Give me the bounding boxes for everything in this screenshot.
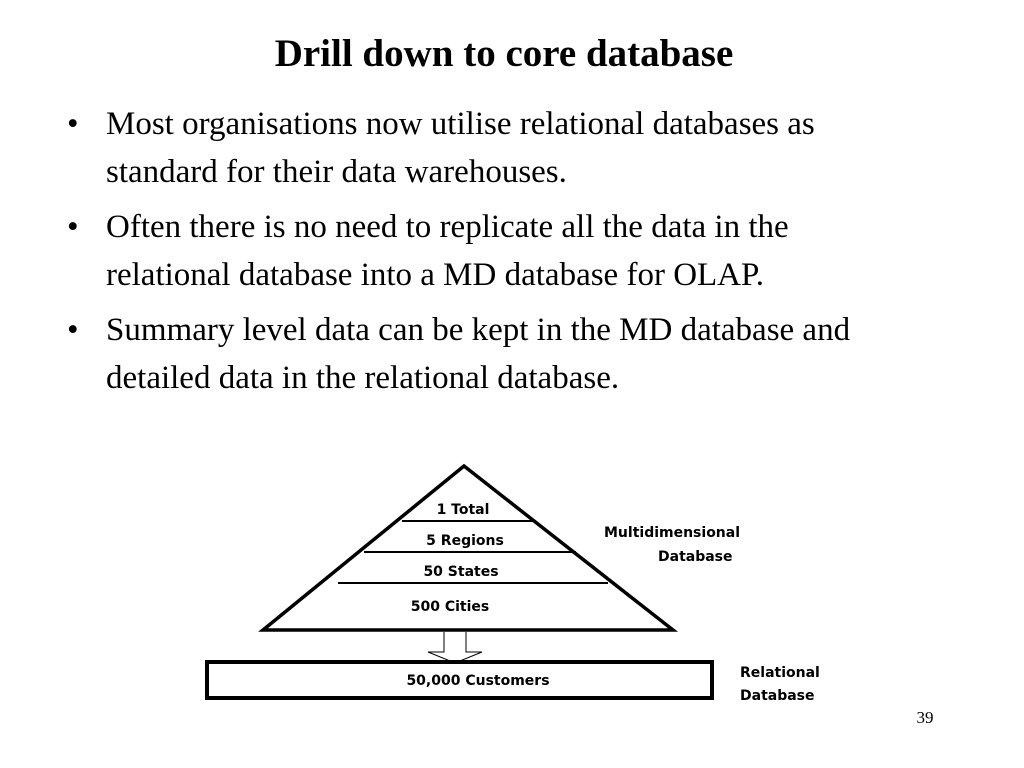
bullet-text: Often there is no need to replicate all … [106,209,789,293]
relational-database-box [205,660,714,700]
bullet-item: • Most organisations now utilise relatio… [63,100,893,196]
pyramid-outline [258,463,679,632]
md-label-line2: Database [658,549,733,565]
bullet-text: Summary level data can be kept in the MD… [106,312,851,396]
pyramid-level-states: 50 States [423,564,498,580]
bullet-item: • Often there is no need to replicate al… [63,203,893,299]
pyramid-level-total: 1 Total [437,502,490,518]
relational-label-line2: Database [740,688,815,704]
bullet-list: • Most organisations now utilise relatio… [63,100,893,409]
page-number: 39 [916,708,934,727]
bullet-item: • Summary level data can be kept in the … [63,306,893,402]
slide-title: Drill down to core database [274,32,734,75]
bullet-icon: • [67,312,79,348]
base-box-label: 50,000 Customers [406,673,549,689]
pyramid-level-cities: 500 Cities [411,599,490,615]
bullet-text: Most organisations now utilise relationa… [106,106,815,190]
relational-label-line1: Relational [740,665,820,681]
md-label-line1: Multidimensional [604,525,740,541]
bullet-icon: • [67,106,79,142]
bullet-icon: • [67,209,79,245]
pyramid-level-regions: 5 Regions [426,533,504,549]
